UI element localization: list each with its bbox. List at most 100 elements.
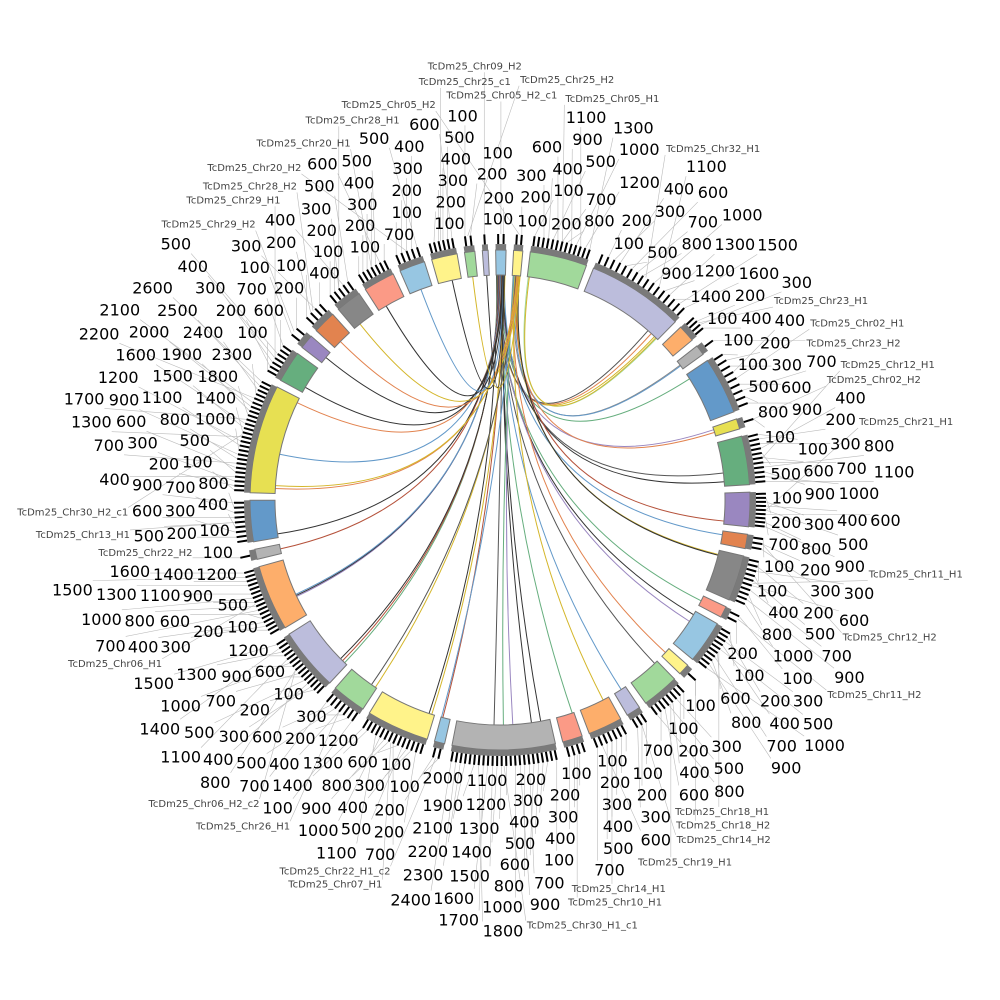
- label-leader-line: [748, 594, 763, 626]
- segment-band[interactable]: [279, 352, 319, 393]
- segment-band[interactable]: [301, 335, 331, 364]
- chromosome-segment[interactable]: [723, 491, 767, 528]
- chromosome-segment[interactable]: [661, 647, 697, 682]
- tick-label: 600: [160, 612, 191, 631]
- tick-label: 100: [734, 666, 765, 685]
- chromosome-segment[interactable]: [583, 254, 685, 341]
- tick-label: 1100: [874, 463, 915, 482]
- tick-mark: [281, 645, 291, 653]
- tick-mark: [672, 687, 681, 697]
- segment-band[interactable]: [249, 499, 279, 543]
- segment-band[interactable]: [288, 620, 348, 684]
- segment-band[interactable]: [364, 273, 405, 312]
- chromosome-segment[interactable]: [712, 416, 754, 437]
- segment-band[interactable]: [337, 292, 374, 330]
- chromosome-segment[interactable]: [705, 549, 759, 605]
- chromosome-segment[interactable]: [431, 716, 451, 759]
- segment-band[interactable]: [451, 718, 557, 751]
- segment-band[interactable]: [526, 251, 588, 290]
- segment-band[interactable]: [334, 668, 378, 710]
- segment-band[interactable]: [511, 249, 524, 277]
- chromosome-segment[interactable]: [291, 327, 331, 364]
- synteny-link: [325, 275, 503, 414]
- chromosome-segment[interactable]: [630, 660, 685, 716]
- tick-label: 1000: [195, 410, 236, 429]
- segment-band[interactable]: [676, 345, 704, 370]
- segment-band[interactable]: [315, 313, 351, 349]
- segment-band[interactable]: [495, 249, 507, 276]
- chromosome-segment[interactable]: [676, 339, 714, 370]
- chromosome-segment[interactable]: [526, 236, 591, 290]
- chromosome-segment[interactable]: [463, 235, 478, 278]
- segment-band[interactable]: [258, 559, 308, 629]
- label-leader-line: [641, 724, 676, 835]
- chromosome-segment[interactable]: [243, 559, 308, 635]
- segment-band[interactable]: [463, 250, 478, 278]
- segment-band[interactable]: [431, 253, 462, 285]
- segment-band[interactable]: [723, 491, 751, 528]
- label-leader-line: [529, 763, 535, 856]
- segment-band[interactable]: [249, 386, 300, 495]
- tick-mark: [238, 448, 249, 453]
- segment-band[interactable]: [630, 660, 676, 704]
- segment-band[interactable]: [481, 249, 490, 277]
- segment-band[interactable]: [254, 543, 283, 560]
- chromosome-segment[interactable]: [579, 696, 628, 748]
- segment-band[interactable]: [433, 716, 451, 745]
- tick-strip: [707, 357, 740, 412]
- chromosome-segment[interactable]: [481, 234, 490, 277]
- segment-band[interactable]: [712, 418, 741, 437]
- label-leader-line: [765, 427, 859, 511]
- chromosome-segment[interactable]: [716, 433, 766, 487]
- chromosome-segment[interactable]: [555, 711, 586, 758]
- segment-band[interactable]: [686, 359, 735, 422]
- tick-mark: [239, 444, 250, 449]
- chromosome-segment[interactable]: [428, 238, 462, 285]
- segment-band[interactable]: [583, 267, 677, 341]
- chromosome-segment[interactable]: [720, 530, 764, 551]
- chromosome-segment[interactable]: [661, 317, 704, 357]
- label-leader-line: [698, 306, 774, 324]
- tick-mark: [755, 516, 766, 520]
- segment-band[interactable]: [368, 691, 436, 740]
- label-leader-line: [200, 659, 288, 748]
- chromosome-segment[interactable]: [395, 246, 433, 295]
- segment-band[interactable]: [716, 435, 751, 487]
- chromosome-segment[interactable]: [511, 234, 524, 277]
- segment-band[interactable]: [720, 530, 749, 550]
- chromosome-segment[interactable]: [450, 718, 558, 767]
- segment-band[interactable]: [705, 549, 745, 601]
- chromosome-segment[interactable]: [357, 260, 405, 312]
- chromosome-segment[interactable]: [698, 595, 740, 623]
- tick-strip: [362, 268, 394, 290]
- tick-label: 800: [322, 776, 353, 795]
- chromosome-segment[interactable]: [672, 610, 731, 669]
- tick-strip: [696, 342, 709, 355]
- segment-band[interactable]: [579, 696, 622, 735]
- tick-label: 500: [236, 754, 267, 773]
- chromosome-segment[interactable]: [362, 691, 436, 755]
- chromosome-segment[interactable]: [234, 499, 279, 544]
- chromosome-segment[interactable]: [495, 233, 507, 276]
- chromosome-segment[interactable]: [267, 345, 319, 393]
- chromosome-segment[interactable]: [686, 353, 749, 422]
- segment-band[interactable]: [672, 610, 718, 661]
- segment-band[interactable]: [399, 261, 433, 295]
- chromosome-segment[interactable]: [613, 686, 648, 729]
- chromosome-segment[interactable]: [234, 380, 300, 495]
- chromosome-segment[interactable]: [276, 620, 348, 694]
- chromosome-segment[interactable]: [305, 303, 351, 349]
- segment-band[interactable]: [613, 686, 641, 716]
- segment-band[interactable]: [698, 595, 727, 618]
- chromosome-segment[interactable]: [329, 281, 374, 330]
- tick-mark: [346, 709, 355, 719]
- tick-mark: [249, 409, 260, 416]
- chromosome-segment[interactable]: [325, 668, 378, 722]
- segment-band[interactable]: [661, 326, 693, 357]
- chromosome-segment[interactable]: [240, 543, 283, 561]
- segment-band[interactable]: [555, 711, 583, 743]
- segment-band[interactable]: [661, 647, 689, 675]
- tick-label: 100: [765, 427, 796, 446]
- tick-label: 100: [668, 719, 699, 738]
- tick-mark: [247, 414, 258, 420]
